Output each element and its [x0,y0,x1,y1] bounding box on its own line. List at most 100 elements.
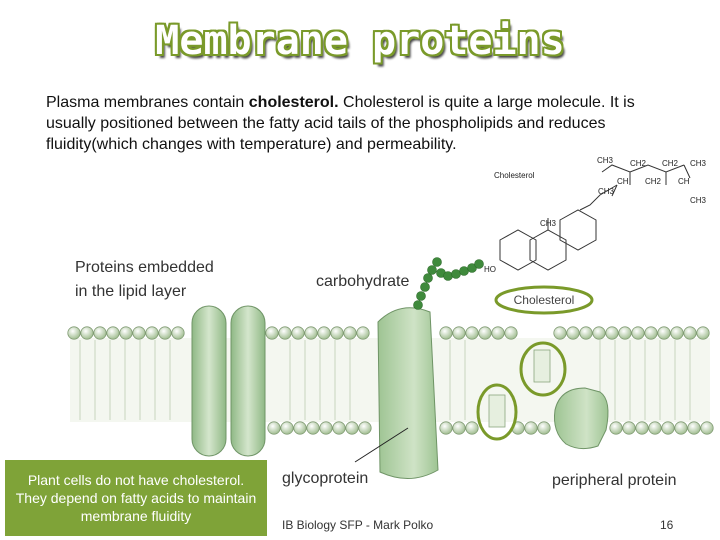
formula-ch2-2: CH2 [662,159,679,168]
phospholipid-head [171,326,185,340]
phospholipid-head [670,326,684,340]
label-proteins-embedded-1: Proteins embedded [75,259,214,276]
phospholipid-head [648,421,662,435]
phospholipid-head [345,421,359,435]
phospholipid-head [145,326,159,340]
phospholipid-head [356,326,370,340]
phospholipid-head [304,326,318,340]
phospholipid-head [317,326,331,340]
footer-credit: IB Biology SFP - Mark Polko [282,518,434,532]
formula-ch3-1: CH3 [597,156,614,165]
phospholipid-head [278,326,292,340]
phospholipid-head [504,326,518,340]
glycoprotein-pointer [354,427,409,463]
label-cholesterol: Cholesterol [514,293,575,307]
label-proteins-embedded-2: in the lipid layer [75,283,187,300]
phospholipid-head [609,421,623,435]
cholesterol-in-membrane-2 [488,394,506,428]
channel-protein [191,305,266,457]
lipid-tail-region [70,338,710,422]
phospholipid-head [330,326,344,340]
slide-body-text: Plasma membranes contain cholesterol. Ch… [46,92,686,155]
glycoprotein-shape [377,307,439,479]
formula-label-title: Cholesterol [494,171,535,180]
phospholipid-head [280,421,294,435]
phospholipid-head [644,326,658,340]
phospholipid-head [343,326,357,340]
phospholipid-head [524,421,538,435]
phospholipid-head [618,326,632,340]
phospholipid-head [635,421,649,435]
phospholipid-head [119,326,133,340]
formula-ch3-4: CH3 [690,196,707,205]
body-rest: Cholesterol is quite a large molecule. I… [46,94,635,153]
phospholipid-head [592,326,606,340]
phospholipid-head [106,326,120,340]
formula-ch-2: CH [678,177,690,186]
phospholipid-head [537,421,551,435]
body-bold-term: cholesterol. [248,94,339,111]
phospholipid-head [439,326,453,340]
phospholipid-head [267,421,281,435]
phospholipid-head [319,421,333,435]
phospholipid-head [696,326,710,340]
cholesterol-in-membrane-1 [533,349,551,383]
phospholipid-head [332,421,346,435]
peripheral-protein-shape [554,387,609,450]
formula-ch-1: CH [617,177,629,186]
label-glycoprotein: glycoprotein [282,470,368,487]
phospholipid-head [511,421,525,435]
cholesterol-highlight-ring-1 [519,341,567,397]
page-number: 16 [660,518,674,532]
phospholipid-heads-bottom [267,421,714,435]
carbohydrate-chain [413,257,484,310]
phospholipid-head [683,326,697,340]
phospholipid-head [465,326,479,340]
phospholipid-head [657,326,671,340]
phospholipid-head [80,326,94,340]
phospholipid-head [700,421,714,435]
phospholipid-head [452,326,466,340]
phospholipid-head [93,326,107,340]
formula-ho: HO [484,265,496,274]
phospholipid-head [439,421,453,435]
phospholipid-head [67,326,81,340]
formula-ch2-3: CH2 [645,177,662,186]
formula-ch2-1: CH2 [630,159,647,168]
phospholipid-head [579,326,593,340]
phospholipid-head [158,326,172,340]
plant-cell-note: Plant cells do not have cholesterol. The… [5,460,267,536]
phospholipid-head [605,326,619,340]
phospholipid-head [293,421,307,435]
phospholipid-head [452,421,466,435]
phospholipid-head [265,326,279,340]
phospholipid-head [358,421,372,435]
formula-ch3-2: CH3 [690,159,707,168]
label-peripheral-protein: peripheral protein [552,472,677,489]
phospholipid-head [132,326,146,340]
slide-title: Membrane proteins [155,18,565,64]
cholesterol-label-ring [494,285,594,315]
phospholipid-heads-top [67,326,710,340]
cholesterol-formula-labels: Cholesterol CH3 CH2 CH2 CH3 CH CH2 CH CH… [484,156,707,274]
phospholipid-head [306,421,320,435]
phospholipid-head [566,326,580,340]
phospholipid-head [465,421,479,435]
phospholipid-head [553,326,567,340]
phospholipid-head [631,326,645,340]
phospholipid-head [491,326,505,340]
lipid-tails [79,340,691,420]
phospholipid-head [291,326,305,340]
phospholipid-head [661,421,675,435]
phospholipid-head [674,421,688,435]
formula-ch3-3: CH3 [598,187,615,196]
formula-ch3-5: CH3 [540,219,557,228]
body-intro: Plasma membranes contain [46,94,249,111]
phospholipid-head [622,421,636,435]
cholesterol-structure [499,164,691,271]
phospholipid-head [687,421,701,435]
label-carbohydrate: carbohydrate [316,273,409,290]
cholesterol-highlight-ring-2 [476,383,518,441]
phospholipid-head [478,326,492,340]
